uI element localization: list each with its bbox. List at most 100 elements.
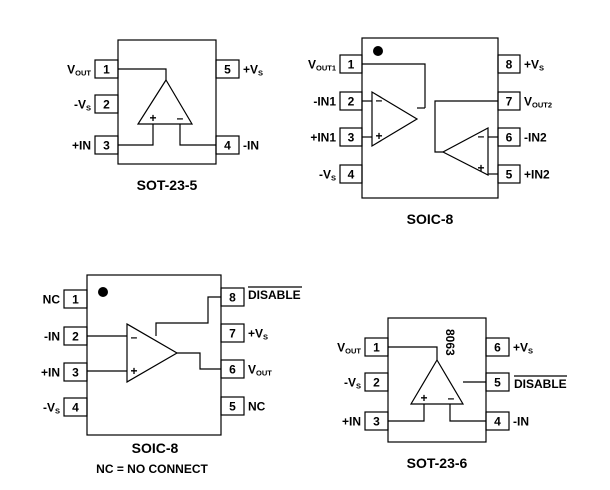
wire	[118, 124, 154, 146]
pin-number: 3	[348, 131, 355, 145]
package-caption: SOIC-8	[132, 440, 179, 456]
soic8-dual-opamp2	[441, 127, 489, 176]
pin-number: 2	[348, 95, 355, 109]
pin-label: -IN	[44, 330, 60, 344]
pin-label: VOUT2	[524, 95, 552, 110]
pin-number: 5	[229, 400, 236, 414]
pin-box	[497, 54, 521, 74]
wire	[118, 68, 167, 80]
pin-label: VOUT	[248, 363, 272, 378]
opamp-minus: –	[131, 330, 138, 344]
pin-box	[485, 337, 510, 357]
pin-label: +VS	[524, 58, 544, 73]
pin-number: 1	[72, 293, 79, 307]
pin-label: DISABLE	[514, 377, 567, 391]
wire	[179, 124, 216, 146]
pin-label: VOUT	[337, 341, 361, 356]
pin-number: 4	[72, 401, 79, 415]
opamp-plus: +	[149, 111, 156, 125]
opamp-plus: +	[375, 129, 382, 143]
sot23-6-body	[387, 317, 487, 443]
sot23-5-opamp	[136, 78, 194, 125]
soic8-dual-package	[339, 37, 521, 199]
pin-label: +IN	[72, 139, 91, 153]
pin-number: 1	[348, 58, 355, 72]
package-caption: SOT-23-6	[407, 455, 468, 471]
pin-box	[63, 397, 88, 417]
pin-label: -VS	[319, 168, 336, 183]
package-caption: SOT-23-5	[137, 177, 198, 193]
wire	[362, 63, 426, 108]
pin-box	[364, 372, 389, 392]
wire	[155, 296, 221, 336]
sot23-6-opamp	[409, 358, 465, 405]
pin-label: -IN	[513, 415, 529, 429]
pin-label: +VS	[243, 63, 263, 78]
opamp-minus: –	[376, 93, 383, 107]
opamp-minus: –	[177, 111, 184, 125]
soic8-dual-opamp1	[371, 90, 419, 148]
pin-label: +VS	[248, 327, 268, 342]
pin-box	[220, 323, 245, 343]
opamp-plus: +	[420, 391, 427, 405]
pin-number: 2	[103, 98, 110, 112]
pin-number: 7	[506, 95, 513, 109]
pin1-marker	[98, 287, 108, 297]
wire	[449, 404, 486, 422]
pin-label: -IN2	[524, 131, 547, 145]
opamp-minus: –	[478, 129, 485, 143]
pin-box	[63, 362, 88, 382]
soic8-single-opamp	[126, 322, 179, 384]
pin-number: 6	[229, 363, 236, 377]
pin-number: 8	[506, 58, 513, 72]
pin-number: 1	[103, 63, 110, 77]
pin-label: +IN1	[310, 131, 336, 145]
opamp-plus: +	[130, 364, 137, 378]
pin-number: 5	[506, 168, 513, 182]
pin-label: -VS	[74, 98, 91, 113]
pin-number: 2	[373, 376, 380, 390]
wire	[177, 352, 221, 370]
soic8-single-body	[86, 274, 222, 436]
pin-label: DISABLE	[248, 288, 301, 302]
soic8-dual-body	[361, 37, 499, 199]
pin-label: -VS	[43, 401, 60, 416]
pin-number: 7	[229, 327, 236, 341]
pin-number: 5	[494, 376, 501, 390]
pin-number: 4	[494, 415, 501, 429]
pin-number: 6	[494, 341, 501, 355]
opamp-plus: +	[477, 161, 484, 175]
nc-note: NC = NO CONNECT	[96, 462, 208, 476]
pin-label: -IN	[243, 139, 259, 153]
wire	[388, 404, 425, 422]
pin-label: NC	[248, 400, 266, 414]
pin-number: 3	[103, 139, 110, 153]
pin-box	[63, 289, 88, 309]
pin-label: -VS	[344, 376, 361, 391]
pin-number: 2	[72, 330, 79, 344]
pin-box	[220, 396, 245, 416]
sot23-6-package	[364, 317, 510, 443]
pin-label: +IN	[342, 415, 361, 429]
pin-label: -IN1	[313, 95, 336, 109]
pin-number: 8	[229, 291, 236, 305]
pin-label: VOUT1	[308, 58, 336, 73]
pin-box	[339, 164, 363, 184]
pin-label: +IN2	[524, 168, 550, 182]
package-caption: SOIC-8	[407, 211, 454, 227]
device-marking: 8063	[443, 329, 457, 356]
pin-label: NC	[43, 293, 61, 307]
pin-box	[215, 59, 240, 79]
sot23-5-package	[94, 39, 240, 165]
pin-label: +VS	[513, 341, 533, 356]
pin-number: 6	[506, 131, 513, 145]
pin-number: 4	[224, 139, 231, 153]
pin-number: 3	[373, 415, 380, 429]
pin-label: VOUT	[67, 63, 91, 78]
opamp-minus: –	[448, 391, 455, 405]
wire	[434, 100, 498, 153]
pin-number: 1	[373, 341, 380, 355]
soic8-single-package	[63, 274, 245, 436]
pin1-marker	[373, 46, 383, 56]
